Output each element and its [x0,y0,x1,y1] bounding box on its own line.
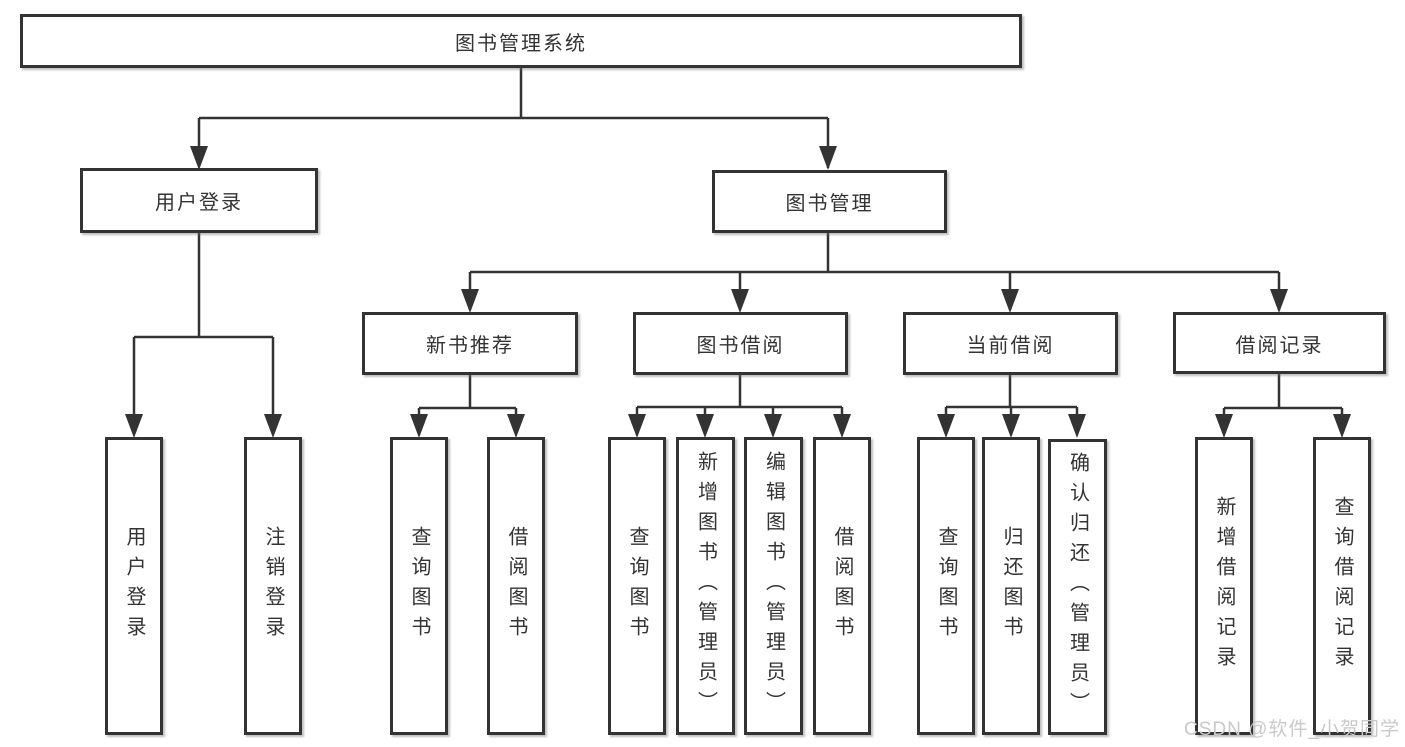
arrow-down-icon [461,289,479,313]
node-new-book-recommend: 新书推荐 [362,312,578,375]
arrow-down-icon [764,414,782,438]
connector-new-book-branch [417,375,518,434]
connector-borrow-record-branch [1222,374,1344,434]
arrow-down-icon [125,414,143,438]
leaf-query-books-recommend: 查询图书 [390,437,448,735]
node-book-borrow: 图书借阅 [633,312,848,375]
arrow-down-icon [819,146,837,170]
arrow-down-icon [731,289,749,313]
arrow-down-icon [190,146,208,170]
leaf-add-borrow-record: 新增借阅记录 [1195,437,1253,735]
leaf-user-login: 用户登录 [105,437,163,735]
arrow-down-icon [937,414,955,438]
arrow-down-icon [1333,414,1351,438]
leaf-label: 新增借阅记录 [1213,496,1235,676]
leaf-confirm-return-admin: 确认归还（管理员） [1048,439,1107,735]
leaf-label: 查询图书 [408,526,430,646]
arrow-down-icon [1270,289,1288,313]
arrow-down-icon [1001,289,1019,313]
node-user-login: 用户登录 [80,168,318,233]
leaf-label: 新增图书（管理员） [694,451,717,721]
arrow-down-icon [696,414,714,438]
leaf-return-books: 归还图书 [982,437,1040,735]
leaf-label: 查询图书 [935,526,957,646]
arrow-down-icon [507,414,525,438]
node-system-root: 图书管理系统 [20,14,1022,68]
leaf-borrow-books: 借阅图书 [813,437,871,735]
arrow-down-icon [264,414,282,438]
leaf-label: 借阅图书 [505,526,527,646]
leaf-query-books-borrow: 查询图书 [608,437,666,735]
arrow-down-icon [628,414,646,438]
arrow-down-icon [833,414,851,438]
arrow-down-icon [1002,414,1020,438]
arrow-down-icon [410,414,428,438]
leaf-label: 注销登录 [262,526,284,646]
csdn-watermark: CSDN @软件_小贺同学 [1184,719,1400,740]
leaf-query-books-current: 查询图书 [917,437,975,735]
leaf-label: 编辑图书（管理员） [762,451,785,721]
leaf-label: 用户登录 [123,526,145,646]
arrow-down-icon [1068,414,1086,438]
connector-book-management-branch [468,233,1281,310]
node-current-borrow: 当前借阅 [903,312,1118,375]
leaf-logout: 注销登录 [244,437,302,735]
leaf-edit-book-admin: 编辑图书（管理员） [744,437,803,735]
node-book-management: 图书管理 [712,170,947,233]
leaf-label: 查询图书 [626,526,648,646]
node-borrow-records: 借阅记录 [1173,312,1386,374]
arrowheads [125,146,1351,438]
leaf-label: 查询借阅记录 [1331,496,1353,676]
connector-user-login-branch [132,233,275,434]
connector-root-to-level2 [197,68,830,168]
connector-book-borrow-branch [635,375,844,434]
leaf-label: 确认归还（管理员） [1066,452,1089,722]
arrow-down-icon [1215,414,1233,438]
leaf-label: 归还图书 [1000,526,1022,646]
leaf-borrow-books-recommend: 借阅图书 [487,437,545,735]
leaf-label: 借阅图书 [831,526,853,646]
leaf-add-book-admin: 新增图书（管理员） [676,437,735,735]
leaf-query-borrow-record: 查询借阅记录 [1313,437,1371,735]
